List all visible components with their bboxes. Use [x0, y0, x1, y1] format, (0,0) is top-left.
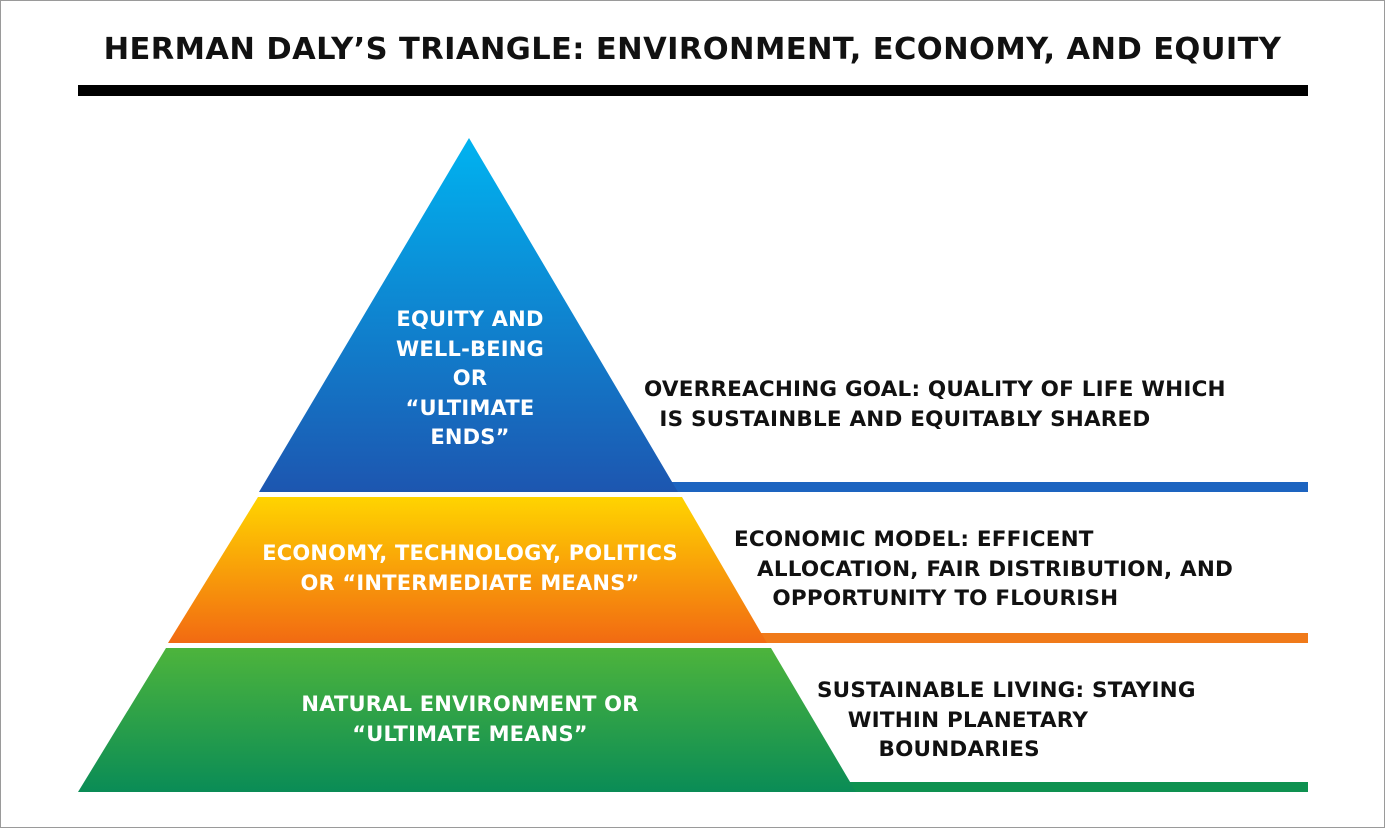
bottom-tier-trapezoid	[78, 648, 856, 792]
bottom-tier-rule	[820, 782, 1308, 792]
middle-tier-rule	[730, 633, 1308, 643]
top-tier-rule	[640, 482, 1308, 492]
bottom-tier-label: NATURAL ENVIRONMENT OR “ULTIMATE MEANS”	[301, 692, 639, 746]
page-title: HERMAN DALY’S TRIANGLE: ENVIRONMENT, ECO…	[103, 32, 1282, 67]
top-tier-label: EQUITY AND WELL-BEING OR “ULTIMATE ENDS”	[396, 307, 544, 449]
middle-tier-trapezoid	[168, 497, 767, 643]
bottom-tier-description: SUSTAINABLE LIVING: STAYING WITHIN PLANE…	[817, 678, 1196, 762]
middle-tier-description: ECONOMIC MODEL: EFFICENT ALLOCATION, FAI…	[734, 527, 1234, 611]
middle-tier-label: ECONOMY, TECHNOLOGY, POLITICS OR “INTERM…	[262, 541, 678, 595]
title-underline	[78, 85, 1308, 96]
top-tier-triangle	[259, 138, 678, 492]
top-tier-description: OVERREACHING GOAL: QUALITY OF LIFE WHICH…	[644, 377, 1226, 432]
